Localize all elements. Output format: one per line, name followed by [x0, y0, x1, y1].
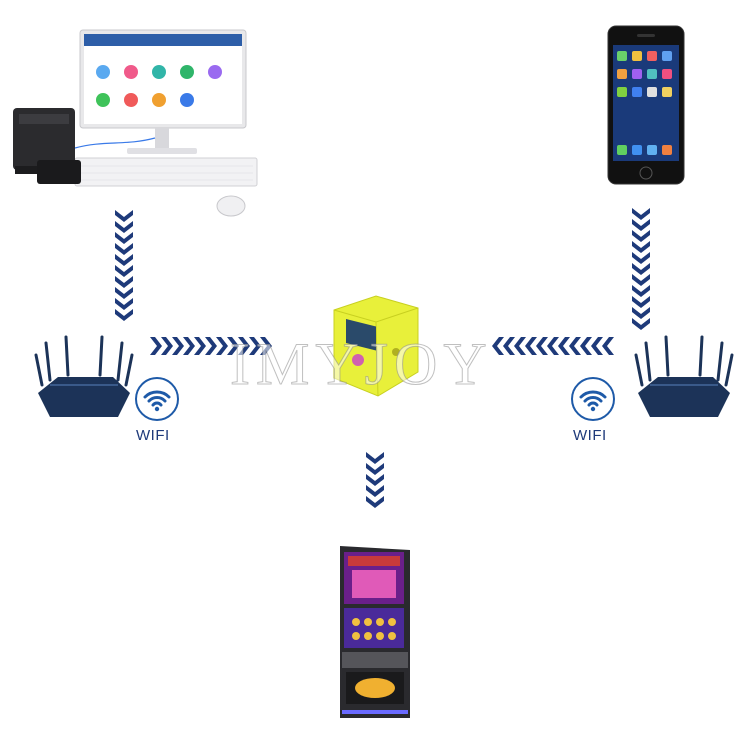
- chevron-mark: [115, 287, 133, 299]
- chevron-right-icon: [150, 337, 272, 355]
- arrow-down-center: [364, 452, 386, 520]
- chevron-mark: [150, 337, 162, 355]
- chevron-mark: [366, 496, 384, 508]
- chevron-mark: [115, 221, 133, 233]
- slot-machine-cabinet: [336, 542, 414, 722]
- chevron-mark: [580, 337, 592, 355]
- chevron-mark: [115, 309, 133, 321]
- chevron-mark: [492, 337, 504, 355]
- wifi-label-left: WIFI: [136, 427, 170, 444]
- chevron-mark: [115, 210, 133, 222]
- smartphone: [607, 25, 685, 185]
- chevron-down-icon: [115, 210, 133, 321]
- app-tile-grid: [96, 65, 222, 107]
- chevron-mark: [366, 452, 384, 464]
- chevron-mark: [632, 252, 650, 264]
- wifi-label-right: WIFI: [573, 427, 607, 444]
- arrow-down-right: [630, 208, 652, 334]
- chevron-mark: [115, 298, 133, 310]
- chevron-mark: [366, 485, 384, 497]
- chevron-mark: [183, 337, 195, 355]
- chevron-mark: [632, 307, 650, 319]
- chevron-mark: [632, 274, 650, 286]
- chevron-down-icon: [632, 208, 650, 330]
- wifi-badge-left: [134, 376, 180, 422]
- central-device: [326, 292, 426, 400]
- chevron-mark: [632, 208, 650, 220]
- arrow-right-into-device: [150, 335, 272, 357]
- chevron-mark: [536, 337, 548, 355]
- cabinet-illustration: [340, 546, 410, 718]
- wifi-icon: [135, 377, 179, 421]
- chevron-mark: [115, 265, 133, 277]
- chevron-mark: [161, 337, 173, 355]
- chevron-mark: [569, 337, 581, 355]
- chevron-mark: [216, 337, 228, 355]
- computer-illustration: [13, 29, 258, 217]
- router-left-illustration: [34, 335, 134, 417]
- router-left: [28, 335, 138, 430]
- chevron-mark: [547, 337, 559, 355]
- chevron-mark: [115, 232, 133, 244]
- chevron-mark: [172, 337, 184, 355]
- chevron-mark: [632, 285, 650, 297]
- phone-illustration: [607, 25, 685, 185]
- chevron-mark: [194, 337, 206, 355]
- wifi-badge-right: [570, 376, 616, 422]
- chevron-mark: [366, 474, 384, 486]
- chevron-mark: [632, 263, 650, 275]
- chevron-down-icon: [366, 452, 384, 508]
- chevron-left-icon: [492, 337, 614, 355]
- chevron-mark: [591, 337, 603, 355]
- chevron-mark: [602, 337, 614, 355]
- chevron-mark: [249, 337, 261, 355]
- chevron-mark: [205, 337, 217, 355]
- arrow-left-into-device: [492, 335, 616, 357]
- chevron-mark: [514, 337, 526, 355]
- chevron-mark: [632, 241, 650, 253]
- chevron-mark: [558, 337, 570, 355]
- chevron-mark: [227, 337, 239, 355]
- chevron-mark: [366, 463, 384, 475]
- computer-station: [5, 28, 265, 223]
- chevron-mark: [632, 219, 650, 231]
- chevron-mark: [503, 337, 515, 355]
- router-right-illustration: [634, 335, 734, 417]
- phone-app-icons: [617, 51, 672, 155]
- arrow-down-left: [113, 210, 135, 330]
- chevron-mark: [632, 230, 650, 242]
- chevron-mark: [632, 318, 650, 330]
- wifi-icon: [571, 377, 615, 421]
- yellow-device-illustration: [333, 295, 419, 397]
- router-right: [628, 335, 738, 430]
- chevron-mark: [115, 276, 133, 288]
- chevron-mark: [115, 254, 133, 266]
- chevron-mark: [238, 337, 250, 355]
- chevron-mark: [632, 296, 650, 308]
- chevron-mark: [260, 337, 272, 355]
- chevron-mark: [525, 337, 537, 355]
- chevron-mark: [115, 243, 133, 255]
